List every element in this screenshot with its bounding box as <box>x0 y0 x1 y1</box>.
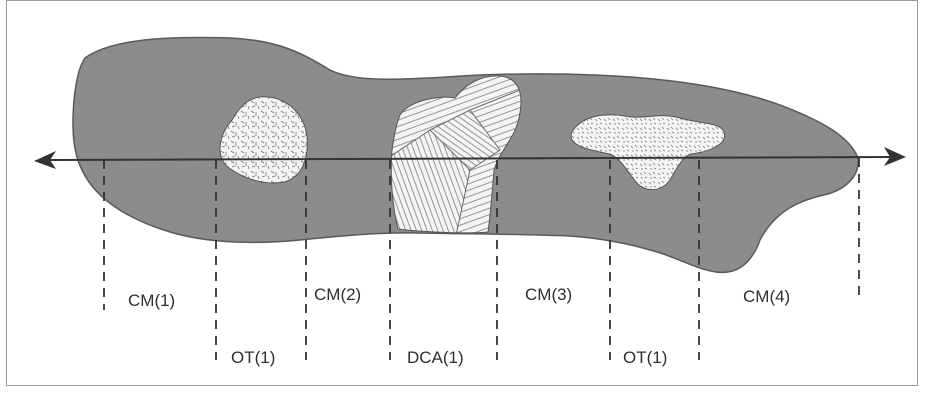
label-dca1: DCA(1) <box>407 348 464 367</box>
label-ot1-left: OT(1) <box>231 348 275 367</box>
label-cm4: CM(4) <box>743 287 790 306</box>
label-cm2: CM(2) <box>314 285 361 304</box>
label-ot1-right: OT(1) <box>623 348 667 367</box>
label-cm3: CM(3) <box>525 285 572 304</box>
label-cm1: CM(1) <box>128 291 175 310</box>
